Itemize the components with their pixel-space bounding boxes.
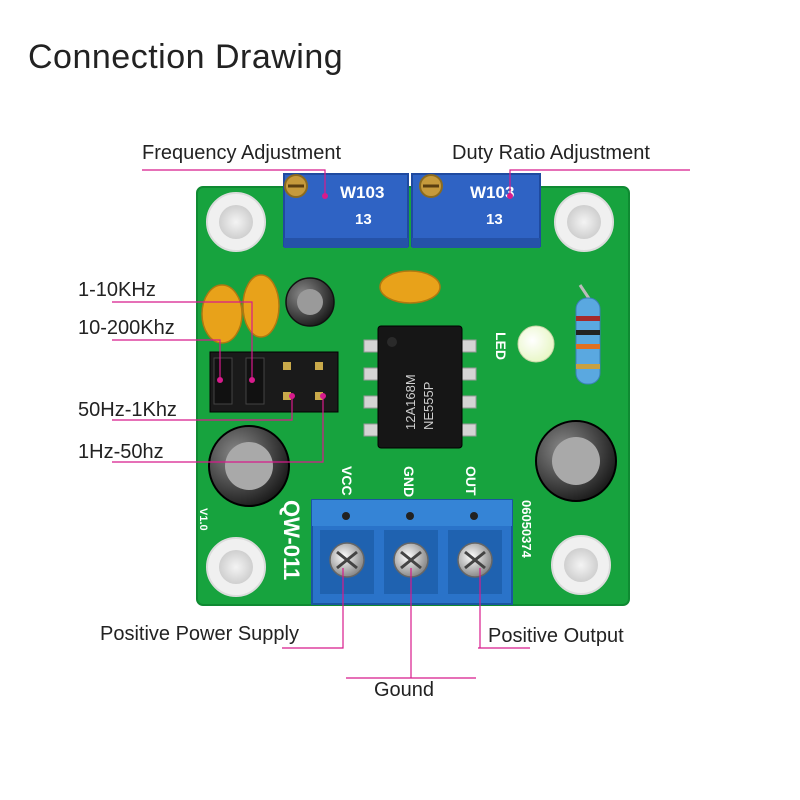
dot-duty — [507, 193, 513, 199]
large-electrolytic-capacitor-right — [535, 420, 617, 502]
leader-50hz-1khz — [112, 396, 293, 421]
version-label: V1.0 — [197, 508, 209, 531]
leader-output — [478, 568, 530, 649]
leader-power — [282, 568, 344, 649]
screw-out — [457, 542, 493, 578]
page-title: Connection Drawing — [28, 38, 344, 76]
frequency-potentiometer: W103 13 — [283, 173, 409, 248]
leader-ground — [346, 568, 476, 679]
ceramic-capacitor-left — [201, 284, 243, 344]
mounting-hole-bottom-right — [551, 535, 611, 595]
ground-label: Gound — [374, 679, 435, 701]
dot-1hz-50hz — [320, 393, 326, 399]
positive-output-label: Positive Output — [488, 625, 624, 647]
duty-potentiometer: W103 13 — [411, 173, 541, 248]
frequency-adjustment-label: Frequency Adjustment — [142, 142, 341, 164]
range-10-200khz-label: 10-200Khz — [78, 317, 175, 339]
positive-power-supply-label: Positive Power Supply — [100, 623, 299, 645]
pot-right-sub: 13 — [486, 211, 503, 228]
leader-frequency — [142, 169, 326, 196]
resistor — [575, 284, 601, 385]
mounting-hole-top-left — [206, 192, 266, 252]
chip-line1: 12A168M — [403, 374, 418, 430]
leader-1hz-50hz — [112, 396, 324, 463]
ne555-chip: 12A168M NE555P — [363, 325, 477, 449]
model-label: QW-011 — [279, 500, 304, 580]
serial-label: 06050374 — [519, 500, 534, 559]
led: LED — [493, 325, 555, 363]
range-1-10khz-label: 1-10KHz — [78, 279, 156, 301]
pot-left-sub: 13 — [355, 211, 372, 228]
leader-lines — [112, 169, 690, 679]
mounting-hole-top-right — [554, 192, 614, 252]
ceramic-capacitor-top — [379, 270, 441, 304]
leader-1-10khz — [112, 301, 253, 380]
duty-ratio-adjustment-label: Duty Ratio Adjustment — [452, 142, 650, 164]
range-1hz-50hz-label: 1Hz-50hz — [78, 441, 164, 463]
dot-50hz-1khz — [289, 393, 295, 399]
dot-1-10khz — [249, 377, 255, 383]
chip-line2: NE555P — [421, 382, 436, 430]
jumper-header — [209, 351, 339, 413]
dot-10-200khz — [217, 377, 223, 383]
dot-frequency — [322, 193, 328, 199]
screw-vcc — [329, 542, 365, 578]
leader-10-200khz — [112, 339, 221, 380]
small-electrolytic-capacitor — [285, 277, 335, 327]
gnd-label: GND — [401, 466, 417, 497]
pot-right-label: W103 — [470, 183, 514, 202]
led-label: LED — [493, 332, 509, 360]
screw-gnd — [393, 542, 429, 578]
ceramic-capacitor-middle — [242, 274, 280, 338]
out-label: OUT — [463, 466, 479, 496]
leader-duty — [509, 169, 690, 196]
large-electrolytic-capacitor-left — [208, 425, 290, 507]
mounting-hole-bottom-left — [206, 537, 266, 597]
vcc-label: VCC — [339, 466, 355, 496]
pot-left-label: W103 — [340, 183, 384, 202]
range-50hz-1khz-label: 50Hz-1Khz — [78, 399, 177, 421]
